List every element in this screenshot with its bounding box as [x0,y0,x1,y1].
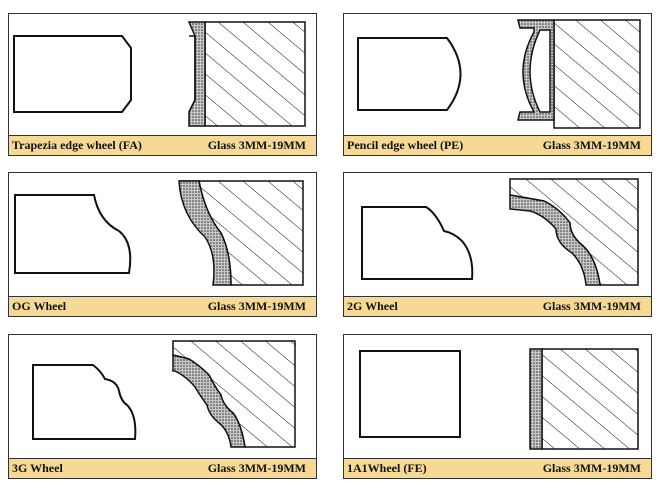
1a1-profile-diagram [359,348,639,450]
grinding-layer [509,194,601,286]
card-spec: Glass 3MM-19MM [207,461,306,475]
card-title: OG Wheel [12,299,67,313]
card-spec: Glass 3MM-19MM [207,138,306,152]
card-title: 3G Wheel [12,461,63,475]
card-spec: Glass 3MM-19MM [207,299,306,313]
card-3g-wheel: 3G Wheel Glass 3MM-19MM [8,334,317,479]
card-pencil-edge-wheel: Pencil edge wheel (PE) Glass 3MM-19MM [343,13,652,156]
card-1a1-wheel: 1A1Wheel (FE) Glass 3MM-19MM [343,334,652,479]
card-og-wheel: OG Wheel Glass 3MM-19MM [8,172,317,317]
card-spec: Glass 3MM-19MM [542,461,641,475]
card-caption: 2G Wheel Glass 3MM-19MM [344,296,651,316]
card-title: 1A1Wheel (FE) [347,461,427,475]
card-caption: Pencil edge wheel (PE) Glass 3MM-19MM [344,135,651,155]
card-spec: Glass 3MM-19MM [542,138,641,152]
card-caption: 1A1Wheel (FE) Glass 3MM-19MM [344,458,651,478]
grinding-layer [187,21,206,127]
og-profile-diagram [14,180,304,286]
glass-edge-shape [357,37,462,111]
card-trapezia-edge-wheel: Trapezia edge wheel (FA) Glass 3MM-19MM [8,13,317,156]
2g-profile-diagram [361,178,639,286]
card-title: Pencil edge wheel (PE) [347,138,464,152]
pencil-profile-diagram [357,19,641,129]
card-2g-wheel: 2G Wheel Glass 3MM-19MM [343,172,652,317]
card-caption: Trapezia edge wheel (FA) Glass 3MM-19MM [9,135,316,155]
grinding-layer [178,180,232,286]
grinding-layer [172,354,246,448]
glass-edge-shape [14,194,132,274]
wheel-body-hatch [553,19,641,129]
card-caption: OG Wheel Glass 3MM-19MM [9,296,316,316]
glass-edge-shape [359,350,461,438]
trapezia-profile-diagram [13,21,306,127]
glass-edge-shape [32,364,137,440]
wheel-body-hatch [204,21,306,127]
card-title: 2G Wheel [347,299,398,313]
wheel-body-hatch [541,348,639,450]
3g-profile-diagram [32,340,296,448]
card-caption: 3G Wheel Glass 3MM-19MM [9,458,316,478]
glass-edge-shape [361,206,474,280]
card-spec: Glass 3MM-19MM [542,299,641,313]
grinding-layer [529,348,543,450]
wheel-body-hatch [509,178,639,286]
card-title: Trapezia edge wheel (FA) [12,138,142,152]
glass-edge-shape [13,35,132,113]
